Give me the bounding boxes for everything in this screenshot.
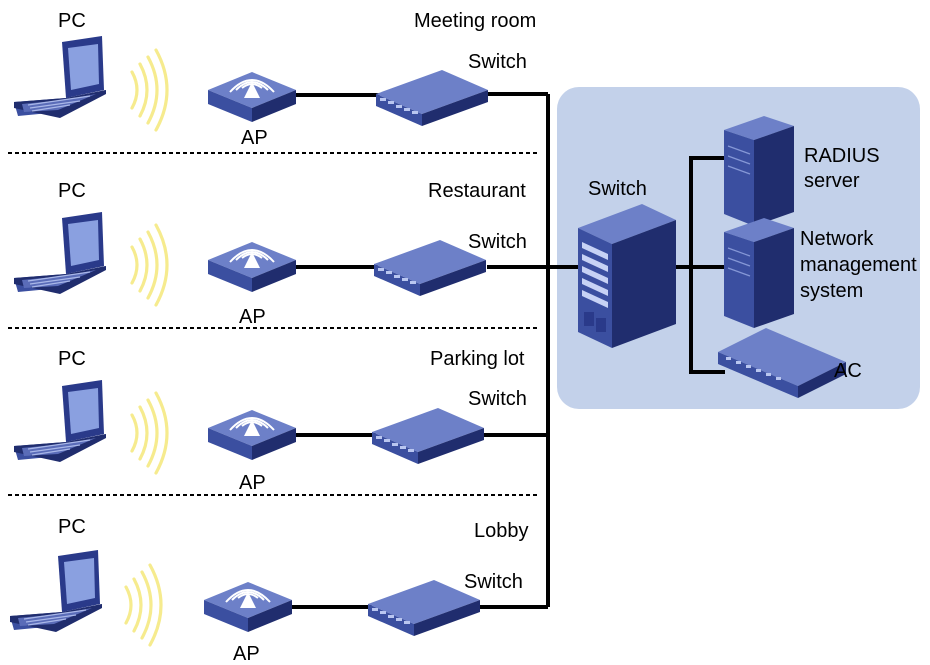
ap-label: AP	[239, 306, 266, 328]
core-switch-icon	[578, 204, 676, 348]
access-point-icon	[207, 71, 297, 123]
switch-icon	[372, 408, 484, 464]
zone-name-label: Lobby	[474, 520, 529, 542]
switch-label: Switch	[464, 571, 523, 593]
nms-label-line2: management	[800, 254, 917, 276]
wifi-waves-icon	[130, 48, 169, 132]
laptop-icon	[13, 379, 107, 463]
network-management-server-icon	[723, 217, 795, 329]
zone-name-label: Meeting room	[414, 10, 537, 32]
connection-lines	[290, 92, 727, 609]
access-point-icon	[207, 241, 297, 293]
wifi-waves-icon	[124, 563, 163, 647]
ap-label: AP	[239, 472, 266, 494]
laptop-icon	[9, 549, 103, 633]
nms-label-line1: Network	[800, 228, 874, 250]
access-point-icon	[207, 409, 297, 461]
pc-label: PC	[58, 348, 86, 370]
ac-label: AC	[834, 360, 862, 382]
pc-label: PC	[58, 516, 86, 538]
radius-server-icon	[723, 115, 795, 227]
radius-label-line1: RADIUS	[804, 145, 880, 167]
switch-label: Switch	[468, 388, 527, 410]
pc-label: PC	[58, 10, 86, 32]
laptop-icon	[13, 35, 107, 119]
wifi-waves-icon	[130, 223, 169, 307]
ap-label: AP	[233, 643, 260, 665]
pc-label: PC	[58, 180, 86, 202]
access-point-icon	[203, 581, 293, 633]
wifi-waves-icon	[130, 391, 169, 475]
ap-label: AP	[241, 127, 268, 149]
zone-name-label: Parking lot	[430, 348, 525, 370]
switch-label: Switch	[468, 231, 527, 253]
switch-icon	[376, 70, 488, 126]
zone-name-label: Restaurant	[428, 180, 526, 202]
laptop-icon	[13, 211, 107, 295]
switch-label: Switch	[468, 51, 527, 73]
nms-label-line3: system	[800, 280, 864, 302]
core-switch-label: Switch	[588, 178, 647, 200]
radius-label-line2: server	[804, 170, 860, 192]
